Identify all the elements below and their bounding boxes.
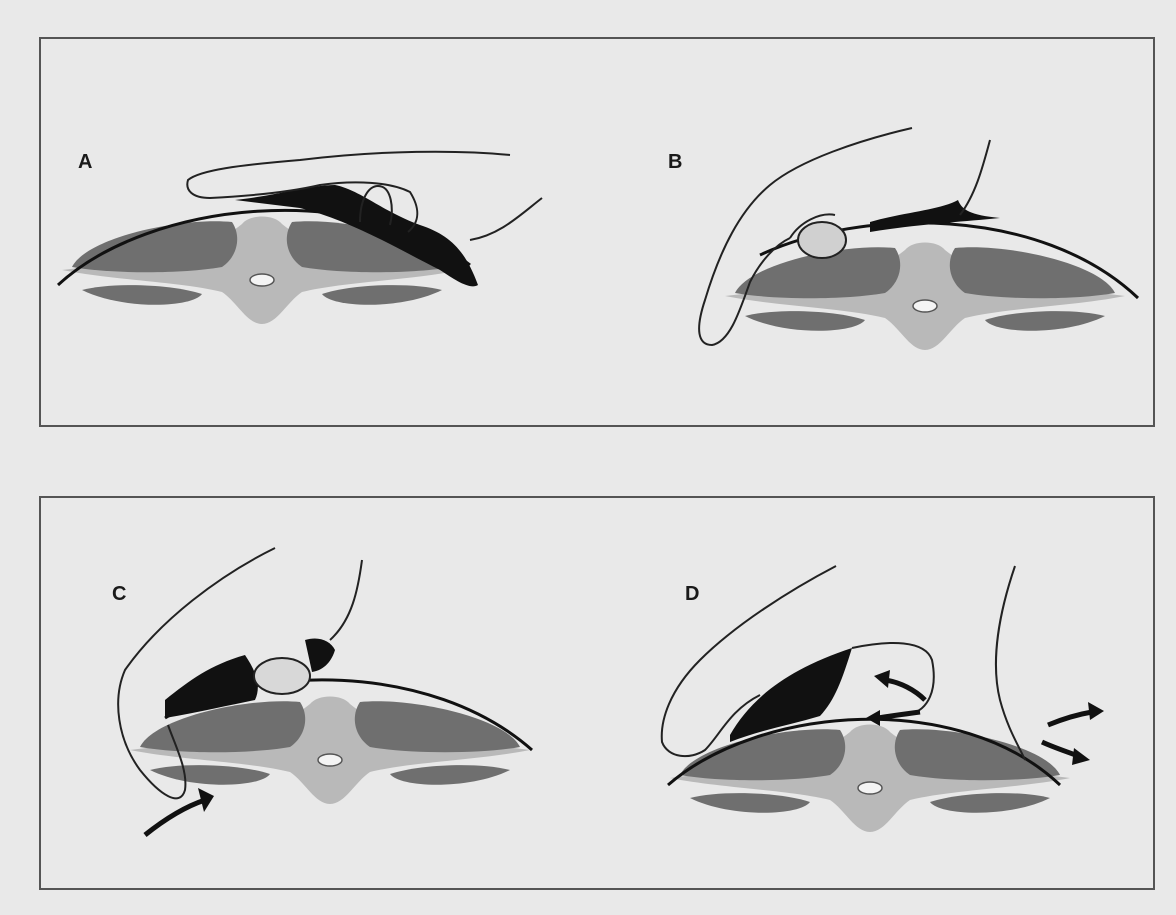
panel-a: A [58,151,542,324]
rotate-arrow-upper-d [885,680,925,700]
fingertip-b [798,222,846,258]
spread-arrow-lower-d [1042,742,1078,756]
rotate-arrowhead-lower-d [866,710,880,726]
panel-label-b: B [668,151,682,173]
panel-b: B [668,128,1138,350]
cross-section-b [725,243,1125,351]
rotate-arrowhead-upper-d [874,670,890,688]
panel-label-c: C [112,583,126,605]
rotate-arrow-lower-d [878,712,920,718]
fingertip-d [852,643,934,714]
panel-label-a: A [78,151,92,173]
panel-label-d: D [685,583,699,605]
skin-fold-black-c-right [305,638,335,672]
lift-arrow-c [145,800,205,835]
fingertip-c [254,658,310,694]
panel-d: D [662,566,1104,832]
panel-c: C [112,548,532,835]
spread-arrowhead-upper-d [1088,702,1104,720]
spread-arrow-upper-d [1048,712,1092,725]
spread-arrowhead-lower-d [1072,748,1090,765]
